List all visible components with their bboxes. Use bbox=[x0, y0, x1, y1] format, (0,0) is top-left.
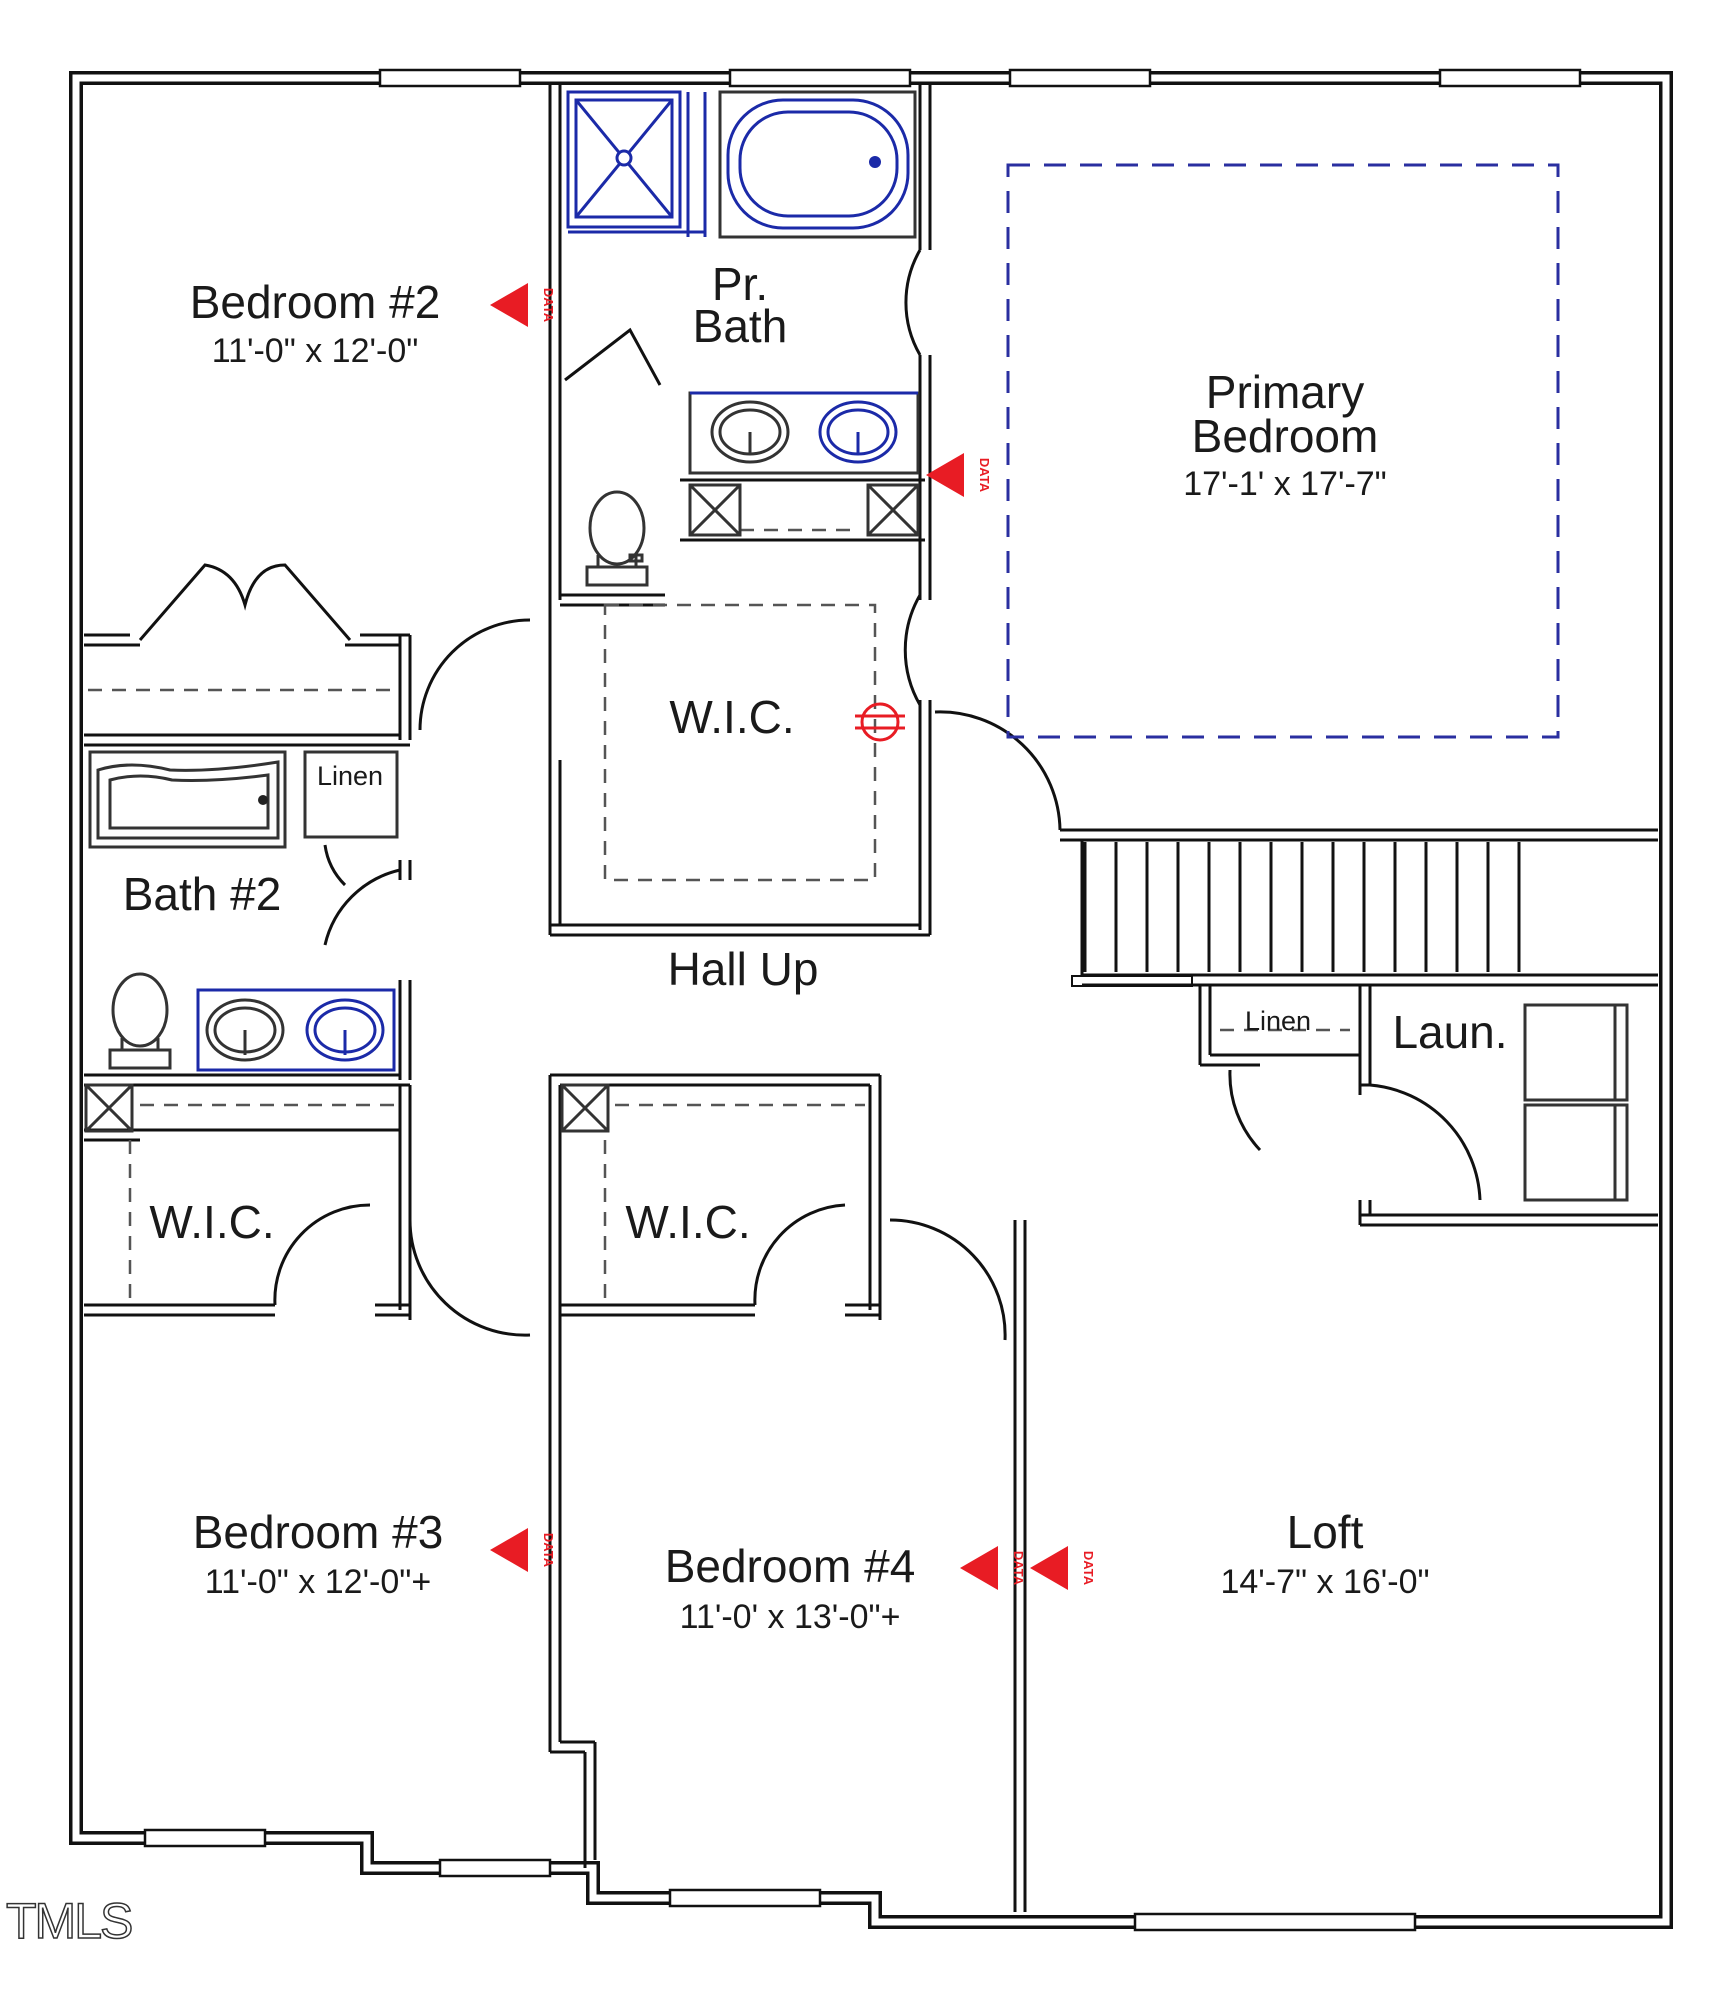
door-swing bbox=[1369, 1083, 1482, 1201]
door-swing bbox=[408, 1219, 531, 1337]
loft-label: Loft bbox=[1287, 1506, 1364, 1558]
svg-text:DATA: DATA bbox=[1081, 1551, 1096, 1586]
toilet-icon bbox=[585, 490, 649, 587]
data-outlet-icon: DATA bbox=[490, 1528, 556, 1572]
door-swing bbox=[1228, 1069, 1262, 1152]
window bbox=[1133, 1912, 1417, 1932]
closet-cabinet-icon bbox=[84, 1083, 610, 1133]
svg-text:DATA: DATA bbox=[541, 1533, 556, 1568]
hall-label: Hall Up bbox=[668, 943, 819, 995]
windows bbox=[143, 68, 1582, 1932]
bathtub-icon bbox=[88, 750, 287, 849]
toilet-icon bbox=[108, 972, 172, 1070]
doors bbox=[138, 249, 1482, 1341]
door-swing bbox=[889, 1218, 1007, 1341]
door-swing bbox=[323, 844, 347, 887]
primary-bedroom-label-2: Bedroom bbox=[1192, 410, 1379, 462]
interior-walls bbox=[84, 85, 1658, 1912]
bedroom3-label: Bedroom #3 bbox=[193, 1506, 444, 1558]
door-swing bbox=[753, 1203, 846, 1306]
door-swing bbox=[564, 327, 662, 386]
door-swing bbox=[273, 1203, 371, 1306]
room-labels: Bedroom #2 11'-0" x 12'-0" Pr. Bath Prim… bbox=[123, 258, 1508, 1636]
primary-bedroom-label-1: Primary bbox=[1206, 366, 1364, 418]
wic-bedroom4-label: W.I.C. bbox=[625, 1196, 750, 1248]
stair-railing bbox=[1071, 975, 1193, 987]
door-swing bbox=[904, 249, 922, 356]
bifold-door bbox=[138, 563, 352, 641]
pr-bath-label-1: Pr. bbox=[712, 258, 768, 310]
exterior-walls bbox=[69, 71, 1673, 1929]
vanity-sink-icon bbox=[196, 988, 396, 1072]
bedroom4-dims: 11'-0' x 13'-0"+ bbox=[680, 1598, 901, 1636]
window bbox=[143, 1828, 267, 1848]
smoke-detector-icon bbox=[855, 702, 905, 742]
linen-cabinet-icon bbox=[680, 478, 925, 542]
watermark: TMLS bbox=[6, 1893, 132, 1949]
primary-bedroom-dims: 17'-1' x 17'-7" bbox=[1183, 465, 1387, 503]
window bbox=[1438, 68, 1582, 88]
data-outlet-icon: DATA bbox=[490, 283, 556, 327]
vanity-sink-icon bbox=[688, 391, 920, 475]
closet-shelves bbox=[88, 528, 1350, 1300]
svg-text:DATA: DATA bbox=[541, 288, 556, 323]
data-markers: DATA DATA DATA DATA DATA bbox=[490, 283, 1096, 1590]
bath2-label: Bath #2 bbox=[123, 868, 282, 920]
data-outlet-icon: DATA bbox=[960, 1546, 1026, 1590]
shower-icon bbox=[566, 90, 707, 237]
window bbox=[438, 1858, 552, 1878]
wic-bedroom3-label: W.I.C. bbox=[149, 1196, 274, 1248]
bedroom2-dims: 11'-0" x 12'-0" bbox=[212, 332, 419, 370]
svg-text:DATA: DATA bbox=[977, 458, 992, 493]
data-outlet-icon: DATA bbox=[926, 453, 992, 497]
bathtub-icon bbox=[718, 90, 917, 239]
tray-ceiling-outline bbox=[1006, 163, 1560, 739]
linen-label: Linen bbox=[317, 761, 383, 791]
staircase bbox=[1071, 842, 1521, 987]
window bbox=[668, 1888, 822, 1908]
linen-closet bbox=[303, 750, 399, 839]
window bbox=[378, 68, 522, 88]
bedroom2-label: Bedroom #2 bbox=[190, 276, 441, 328]
linen-label: Linen bbox=[1245, 1006, 1311, 1036]
door-swing bbox=[934, 710, 1062, 831]
laundry-label: Laun. bbox=[1392, 1006, 1507, 1058]
window bbox=[1008, 68, 1152, 88]
window bbox=[728, 68, 912, 88]
svg-text:DATA: DATA bbox=[1011, 1551, 1026, 1586]
door-swing bbox=[903, 594, 922, 706]
wic-primary-label: W.I.C. bbox=[669, 691, 794, 743]
door-swing bbox=[323, 868, 401, 946]
bedroom3-dims: 11'-0" x 12'-0"+ bbox=[205, 1563, 431, 1601]
fixtures bbox=[84, 90, 1629, 1202]
data-outlet-icon: DATA bbox=[1030, 1546, 1096, 1590]
door-swing bbox=[418, 618, 531, 731]
pr-bath-label-2: Bath bbox=[693, 300, 788, 352]
bedroom4-label: Bedroom #4 bbox=[665, 1540, 916, 1592]
loft-dims: 14'-7" x 16'-0" bbox=[1220, 1563, 1429, 1601]
washer-dryer-icon bbox=[1523, 1003, 1629, 1202]
